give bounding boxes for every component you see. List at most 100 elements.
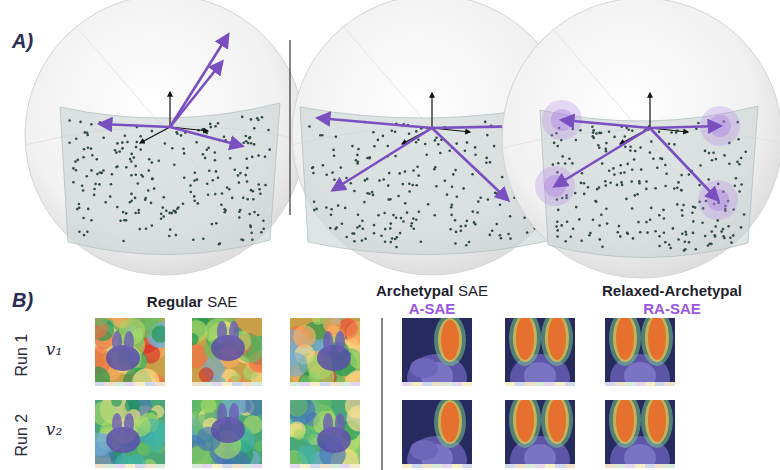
data-point [135,146,138,149]
token-strip [135,382,145,386]
data-point [736,161,739,164]
data-point [634,194,637,197]
data-point [340,166,343,169]
data-point [257,154,260,157]
data-point [613,136,616,139]
token-strip [232,464,242,468]
heatmap-image [402,318,472,386]
rabbit [106,427,140,453]
token-strip [452,382,462,386]
data-point [654,230,657,233]
data-point [83,148,86,151]
heat-core [616,400,634,442]
data-point [212,179,215,182]
data-point [193,195,196,198]
token-strip [105,464,115,468]
token-strip [310,464,320,468]
data-point [165,210,168,213]
data-point [601,246,604,249]
data-point [136,141,139,144]
data-point [555,225,558,228]
data-point [466,220,469,223]
data-point [627,233,630,236]
data-point [325,206,328,209]
dictionary-atom-arrow [562,120,650,128]
data-point [606,222,609,225]
data-point [214,151,217,154]
data-point [608,170,611,173]
token-strip [125,464,135,468]
data-point [556,221,559,224]
data-point [664,185,667,188]
heat-halo [641,318,673,366]
data-point [415,141,418,144]
heat-blob [322,318,341,333]
data-point [362,228,365,231]
data-point [190,191,193,194]
heat-halo [645,400,669,444]
data-point [417,138,420,141]
data-point [395,246,398,249]
data-point [356,154,359,157]
data-point [474,153,477,156]
data-point [612,167,615,170]
dictionary-atom-arrow [555,128,650,186]
token-strip [402,382,412,386]
data-point [241,116,244,119]
data-point [90,169,93,172]
data-point [691,211,694,214]
data-point [250,118,253,121]
data-point [68,119,71,122]
row-label: Run 2 [13,414,30,457]
data-point [682,204,685,207]
heatmap-image [95,318,165,386]
label-group: B) [12,289,33,312]
data-point [489,234,492,237]
heat-halo [545,400,569,444]
data-point [193,179,196,182]
data-point [90,147,93,150]
token-strip [300,464,310,468]
token-strip [340,382,350,386]
data-point [631,207,634,210]
data-point [631,130,634,133]
data-point [248,213,251,216]
data-point [98,183,101,186]
data-point [313,209,316,212]
token-strip [422,382,432,386]
rabbit [106,345,140,371]
data-point [564,240,567,243]
data-point [711,230,714,233]
data-point [380,234,383,237]
data-point [247,142,250,145]
data-point [456,195,459,198]
data-point [676,203,679,206]
rabbit [317,345,351,371]
data-point [134,212,137,215]
data-point [242,141,245,144]
rabbit-ear [229,403,239,425]
token-strip [252,464,262,468]
data-point [624,146,627,149]
heat-core [516,400,534,442]
heatmap-image [192,400,262,468]
data-point [391,129,394,132]
data-point [402,183,405,186]
data-point [595,200,598,203]
data-point [207,147,210,150]
heat-core [441,320,459,360]
data-point [645,180,648,183]
data-point [315,208,318,211]
data-point [168,212,171,215]
data-point [90,123,93,126]
token-strip [232,382,242,386]
data-point [650,140,653,143]
data-point [681,233,684,236]
data-point [122,211,125,214]
data-point [239,172,242,175]
panel-label: A) [12,30,33,52]
data-point [79,121,82,124]
data-point [592,219,595,222]
data-point [330,208,333,211]
